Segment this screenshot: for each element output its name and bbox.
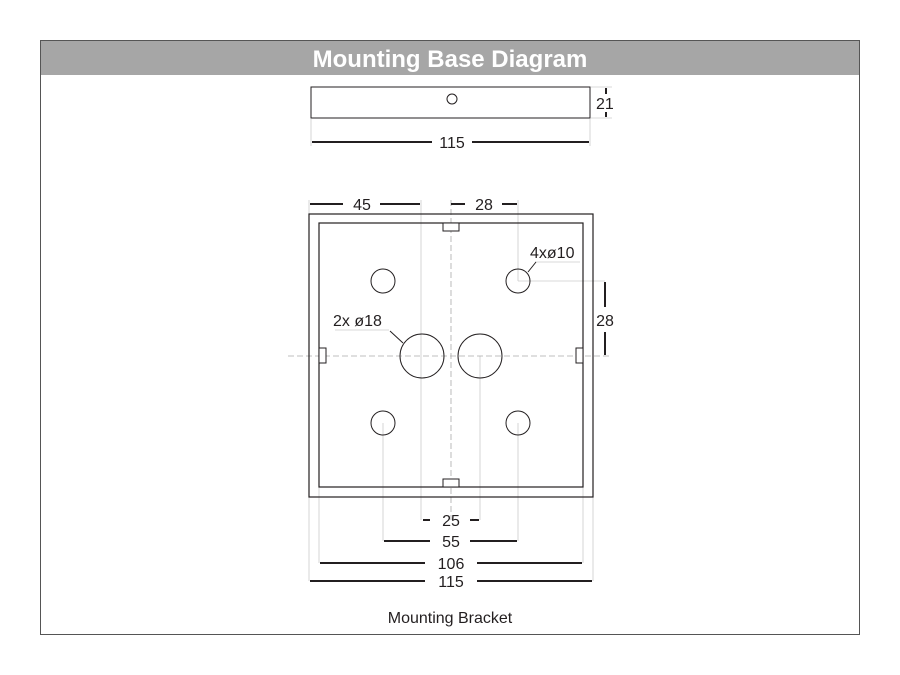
small-hole [370,268,396,294]
small-hole [505,268,531,294]
dim-large-holes: 25 [442,513,460,530]
side-view [310,86,612,146]
bracket-top-view [288,200,612,582]
dim-right-spacing: 28 [596,313,614,330]
bracket-outer-edge [308,213,594,498]
tab-top [442,222,460,232]
diagram-title: Mounting Base Diagram [313,46,588,73]
dim-outer: 115 [438,574,464,591]
dim-top-spacing: 28 [475,197,493,214]
dim-inner: 106 [438,556,465,573]
frame [40,40,860,635]
side-width-label: 115 [439,135,465,152]
side-height-label: 21 [596,96,614,113]
large-hole [399,333,445,379]
large-hole [457,333,503,379]
small-holes-label: 4xø10 [530,245,575,262]
header-bar [41,41,859,75]
dim-left-offset: 45 [353,197,371,214]
tab-left [318,347,327,364]
tab-bottom [442,478,460,488]
small-hole [505,410,531,436]
dim-small-holes: 55 [442,534,460,551]
caption: Mounting Bracket [388,610,513,627]
tab-right [575,347,584,364]
large-holes-label: 2x ø18 [333,313,382,330]
small-hole [370,410,396,436]
